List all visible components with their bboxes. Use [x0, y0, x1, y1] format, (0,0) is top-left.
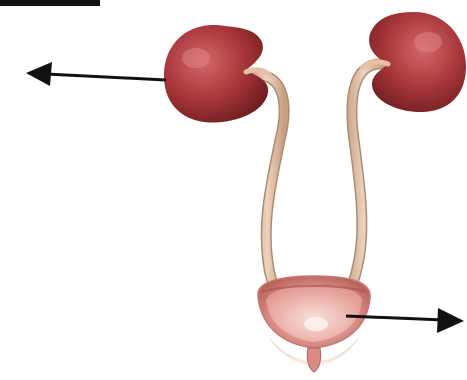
right-ureter	[345, 64, 383, 302]
bladder	[258, 276, 370, 348]
right-kidney	[362, 12, 466, 112]
top-edge-bar	[0, 0, 100, 6]
kidney-pointer-arrow	[26, 62, 166, 86]
